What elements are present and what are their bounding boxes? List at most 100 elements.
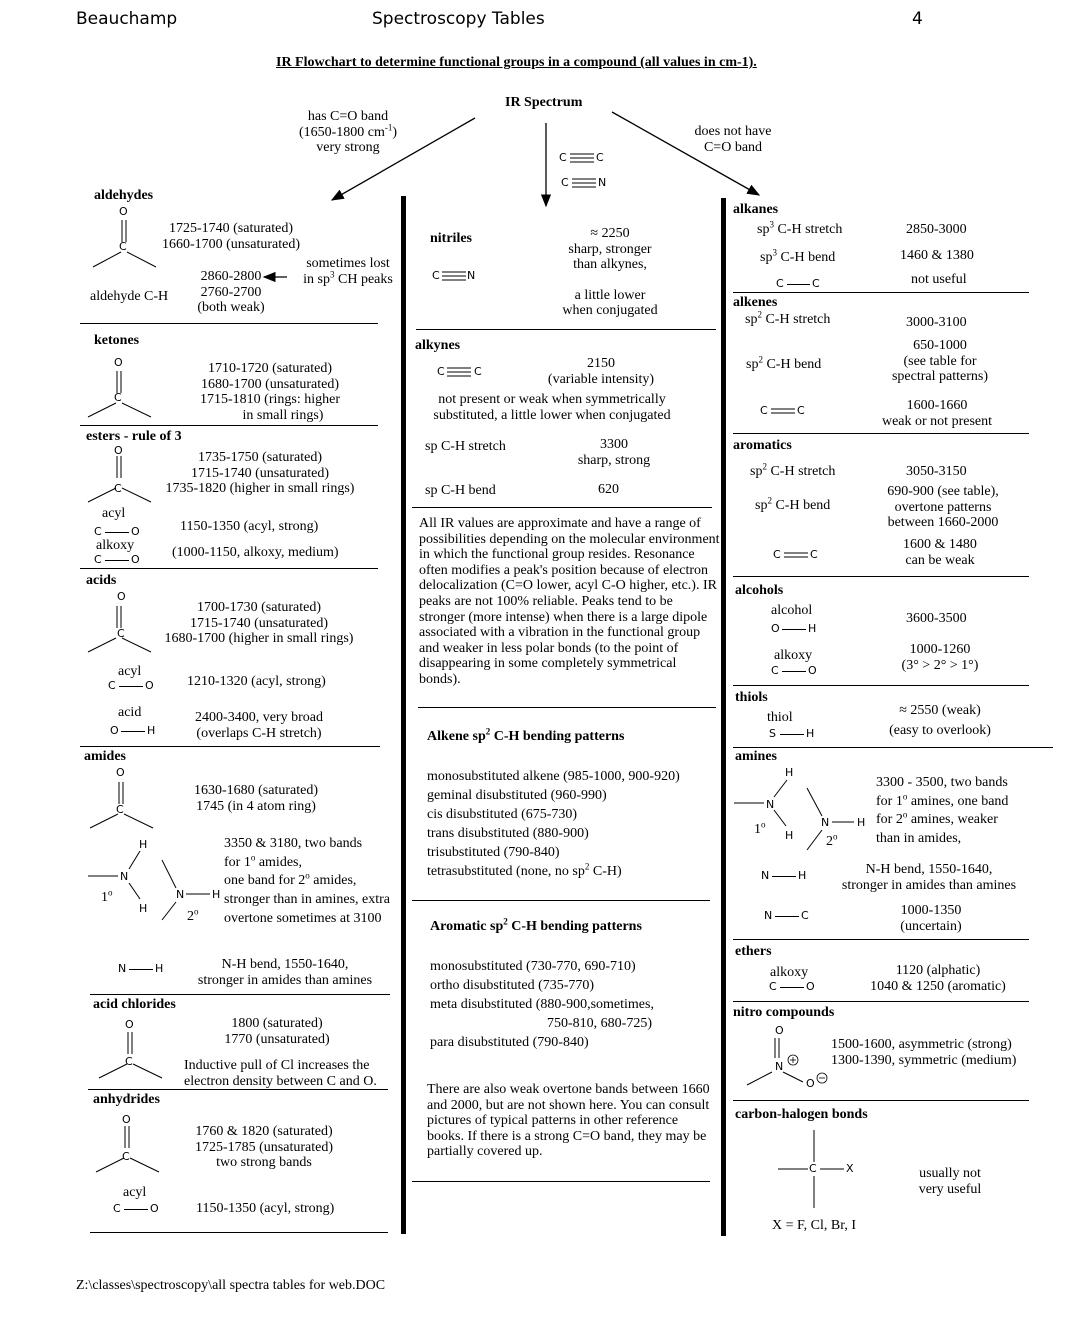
amide-2-h: H: [212, 888, 221, 901]
acid-oh-label: acid: [118, 705, 142, 720]
root-node: IR Spectrum: [505, 95, 583, 110]
divider: [733, 576, 1029, 577]
nitro-o-minus: O: [806, 1077, 815, 1090]
divider: [88, 1089, 388, 1090]
alkyne-mid-c1: C: [437, 365, 445, 378]
anhydride-acyl-label: acyl: [123, 1185, 147, 1200]
bond: [129, 969, 153, 970]
header-title: Spectroscopy Tables: [372, 9, 545, 29]
ester-acyl-value: 1150-1350 (acyl, strong): [180, 519, 319, 534]
ester-alkoxy-value: (1000-1150, alkoxy, medium): [172, 545, 339, 560]
alkynes-title: alkynes: [415, 338, 461, 353]
ketone-carbonyl-structure: [87, 371, 152, 418]
divider: [733, 292, 1029, 293]
bond: [105, 532, 129, 533]
bond: [105, 560, 129, 561]
alkenes-title: alkenes: [733, 295, 778, 310]
acid-oh-values: 2400-3400, very broad(overlaps C-H stret…: [195, 710, 323, 741]
ether-values: 1120 (alphatic)1040 & 1250 (aromatic): [870, 963, 1006, 994]
alcohol-alkoxy-o: O: [808, 664, 817, 677]
ester-acyl-o: O: [131, 525, 140, 538]
ester-alkoxy-c: C: [94, 553, 102, 566]
nitrile-n: N: [598, 176, 607, 189]
column-divider-right: [721, 198, 726, 1236]
alcohols-title: alcohols: [735, 583, 784, 598]
alkene-cc-c1: C: [760, 404, 768, 417]
ether-alkoxy-label: alkoxy: [770, 965, 809, 980]
bond: [124, 1209, 148, 1210]
amine-cn-c: C: [801, 909, 809, 922]
ester-c: C: [114, 482, 122, 495]
alkane-bend-label: sp3 C-H bend: [760, 247, 836, 265]
amide-nh-n: N: [118, 962, 127, 975]
thiol-values: ≈ 2550 (weak)(easy to overlook): [889, 703, 991, 738]
header-author: Beauchamp: [76, 9, 178, 29]
sp-ch-bend-label: sp C-H bend: [425, 483, 496, 498]
nitro-n: N: [775, 1060, 784, 1073]
anhydride-acyl-value: 1150-1350 (acyl, strong): [196, 1201, 335, 1216]
bond: [780, 987, 804, 988]
ketone-values: 1710-1720 (saturated)1680-1700 (unsatura…: [200, 361, 340, 423]
alkyne-c2: C: [596, 151, 604, 164]
amide-1-h-bottom: H: [139, 902, 148, 915]
aromatics-title: aromatics: [733, 438, 792, 453]
acid-chloride-o: O: [125, 1018, 134, 1031]
alkanes-title: alkanes: [733, 202, 779, 217]
alkane-stretch-value: 2850-3000: [906, 222, 967, 237]
nitrile-n2: N: [467, 269, 476, 282]
triple-bond: [442, 271, 466, 281]
acid-oh-o: O: [110, 724, 119, 737]
general-note: All IR values are approximate and have a…: [419, 516, 720, 687]
ketone-c: C: [114, 391, 122, 404]
amide-c: C: [116, 803, 124, 816]
divider: [733, 1100, 1029, 1101]
anhydride-acyl-o: O: [150, 1202, 159, 1215]
amine-1-h-top: H: [785, 766, 794, 779]
amide-nh-structures: [88, 850, 210, 921]
acid-c: C: [117, 627, 125, 640]
thiols-title: thiols: [735, 690, 768, 705]
anhydride-o: O: [122, 1113, 131, 1126]
sp-ch-bend-value: 620: [598, 482, 619, 497]
alcohol-label: alcohol: [771, 603, 813, 618]
aromatic-cc-c1: C: [773, 548, 781, 561]
bond: [787, 284, 810, 285]
alcohol-alkoxy-label: alkoxy: [774, 648, 813, 663]
alkane-bend-value: 1460 & 1380: [900, 248, 974, 263]
ester-carbonyl-structure: [87, 456, 152, 503]
alkane-cc-c2: C: [812, 277, 820, 290]
double-bond: [771, 408, 795, 414]
amine-structures: [734, 779, 854, 851]
aromatic-bend-label: sp2 C-H bend: [755, 495, 831, 513]
ketone-o: O: [114, 356, 123, 369]
amide-nh-bend: N-H bend, 1550-1640,stronger in amides t…: [197, 957, 373, 988]
column-divider-left: [401, 196, 406, 1234]
flowchart-title: IR Flowchart to determine functional gro…: [276, 55, 757, 70]
amine-nh-n: N: [761, 869, 770, 882]
divider: [80, 746, 380, 747]
amine-1-h-bottom: H: [785, 829, 794, 842]
amine-2-degree: 2o: [826, 831, 838, 849]
ester-acyl-c: C: [94, 525, 102, 538]
divider: [412, 507, 712, 508]
acid-carbonyl-structure: [87, 606, 152, 653]
amide-o: O: [116, 766, 125, 779]
amine-nh-text: 3300 - 3500, two bands for 1o amines, on…: [876, 775, 1009, 847]
ester-values: 1735-1750 (saturated)1715-1740 (unsatura…: [165, 450, 355, 496]
amine-2-n: N: [821, 816, 830, 829]
footer-path: Z:\classes\spectroscopy\all spectra tabl…: [76, 1278, 386, 1293]
aromatic-stretch-value: 3050-3150: [906, 464, 967, 479]
ether-o: O: [806, 980, 815, 993]
halogen-list: X = F, Cl, Br, I: [772, 1218, 856, 1233]
aldehyde-o: O: [119, 205, 128, 218]
alcohol-o: O: [771, 622, 780, 635]
ester-alkoxy-o: O: [131, 553, 140, 566]
amide-carbonyl-structure: [89, 782, 154, 829]
thiol-h: H: [806, 727, 815, 740]
aldehyde-c: C: [119, 240, 127, 253]
